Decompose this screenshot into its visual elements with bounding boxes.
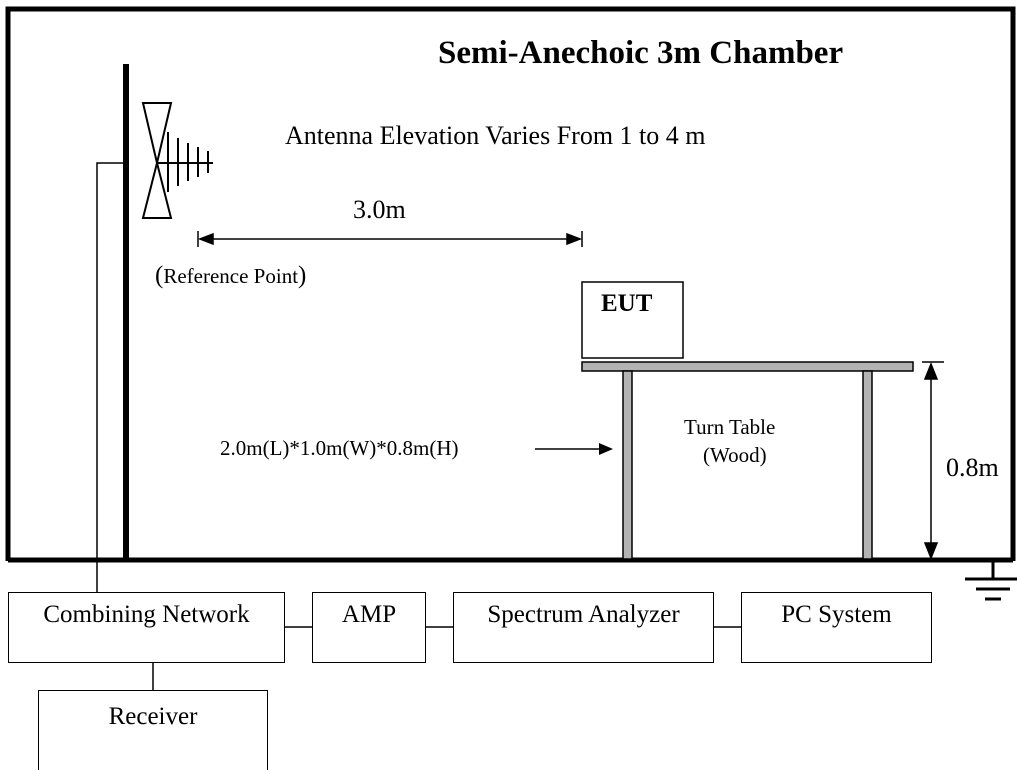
ground-icon [965, 561, 1017, 601]
table-leg-left [622, 370, 633, 560]
amp-box: AMP [312, 592, 426, 663]
reference-paren-open: ( [155, 262, 164, 289]
eut-box [581, 281, 684, 359]
table-top [581, 361, 914, 372]
antenna-elevation-note: Antenna Elevation Varies From 1 to 4 m [285, 121, 706, 150]
chamber-title: Semi-Anechoic 3m Chamber [438, 35, 844, 71]
receiver-label: Receiver [108, 703, 198, 730]
spectrum-analyzer-label: Spectrum Analyzer [487, 601, 680, 628]
height-label: 0.8m [946, 453, 999, 482]
table-size-label: 2.0m(L)*1.0m(W)*0.8m(H) [220, 436, 459, 460]
receiver-box: Receiver [38, 690, 268, 770]
antenna-icon [141, 102, 213, 219]
amp-label: AMP [341, 601, 397, 628]
turn-table-label: Turn Table [684, 415, 776, 439]
equipment-connections [152, 626, 741, 690]
pc-system-label: PC System [781, 601, 892, 628]
height-arrow [922, 361, 944, 561]
distance-arrow [197, 231, 583, 247]
table-leg-right [862, 370, 873, 560]
chamber-wall [5, 6, 1016, 561]
reference-point-text: Reference Point [163, 264, 299, 288]
reference-point-label: (Reference Point) [155, 263, 306, 288]
combining-network-label: Combining Network [43, 601, 250, 628]
table-size-arrow [535, 443, 613, 455]
turn-table-material-label: (Wood) [703, 443, 767, 467]
distance-label: 3.0m [353, 195, 406, 224]
reference-paren-close: ) [298, 262, 307, 289]
spectrum-analyzer-box: Spectrum Analyzer [453, 592, 714, 663]
antenna-cable [96, 162, 126, 592]
eut-label: EUT [601, 290, 653, 317]
combining-network-box: Combining Network [8, 592, 285, 663]
pc-system-box: PC System [741, 592, 932, 663]
